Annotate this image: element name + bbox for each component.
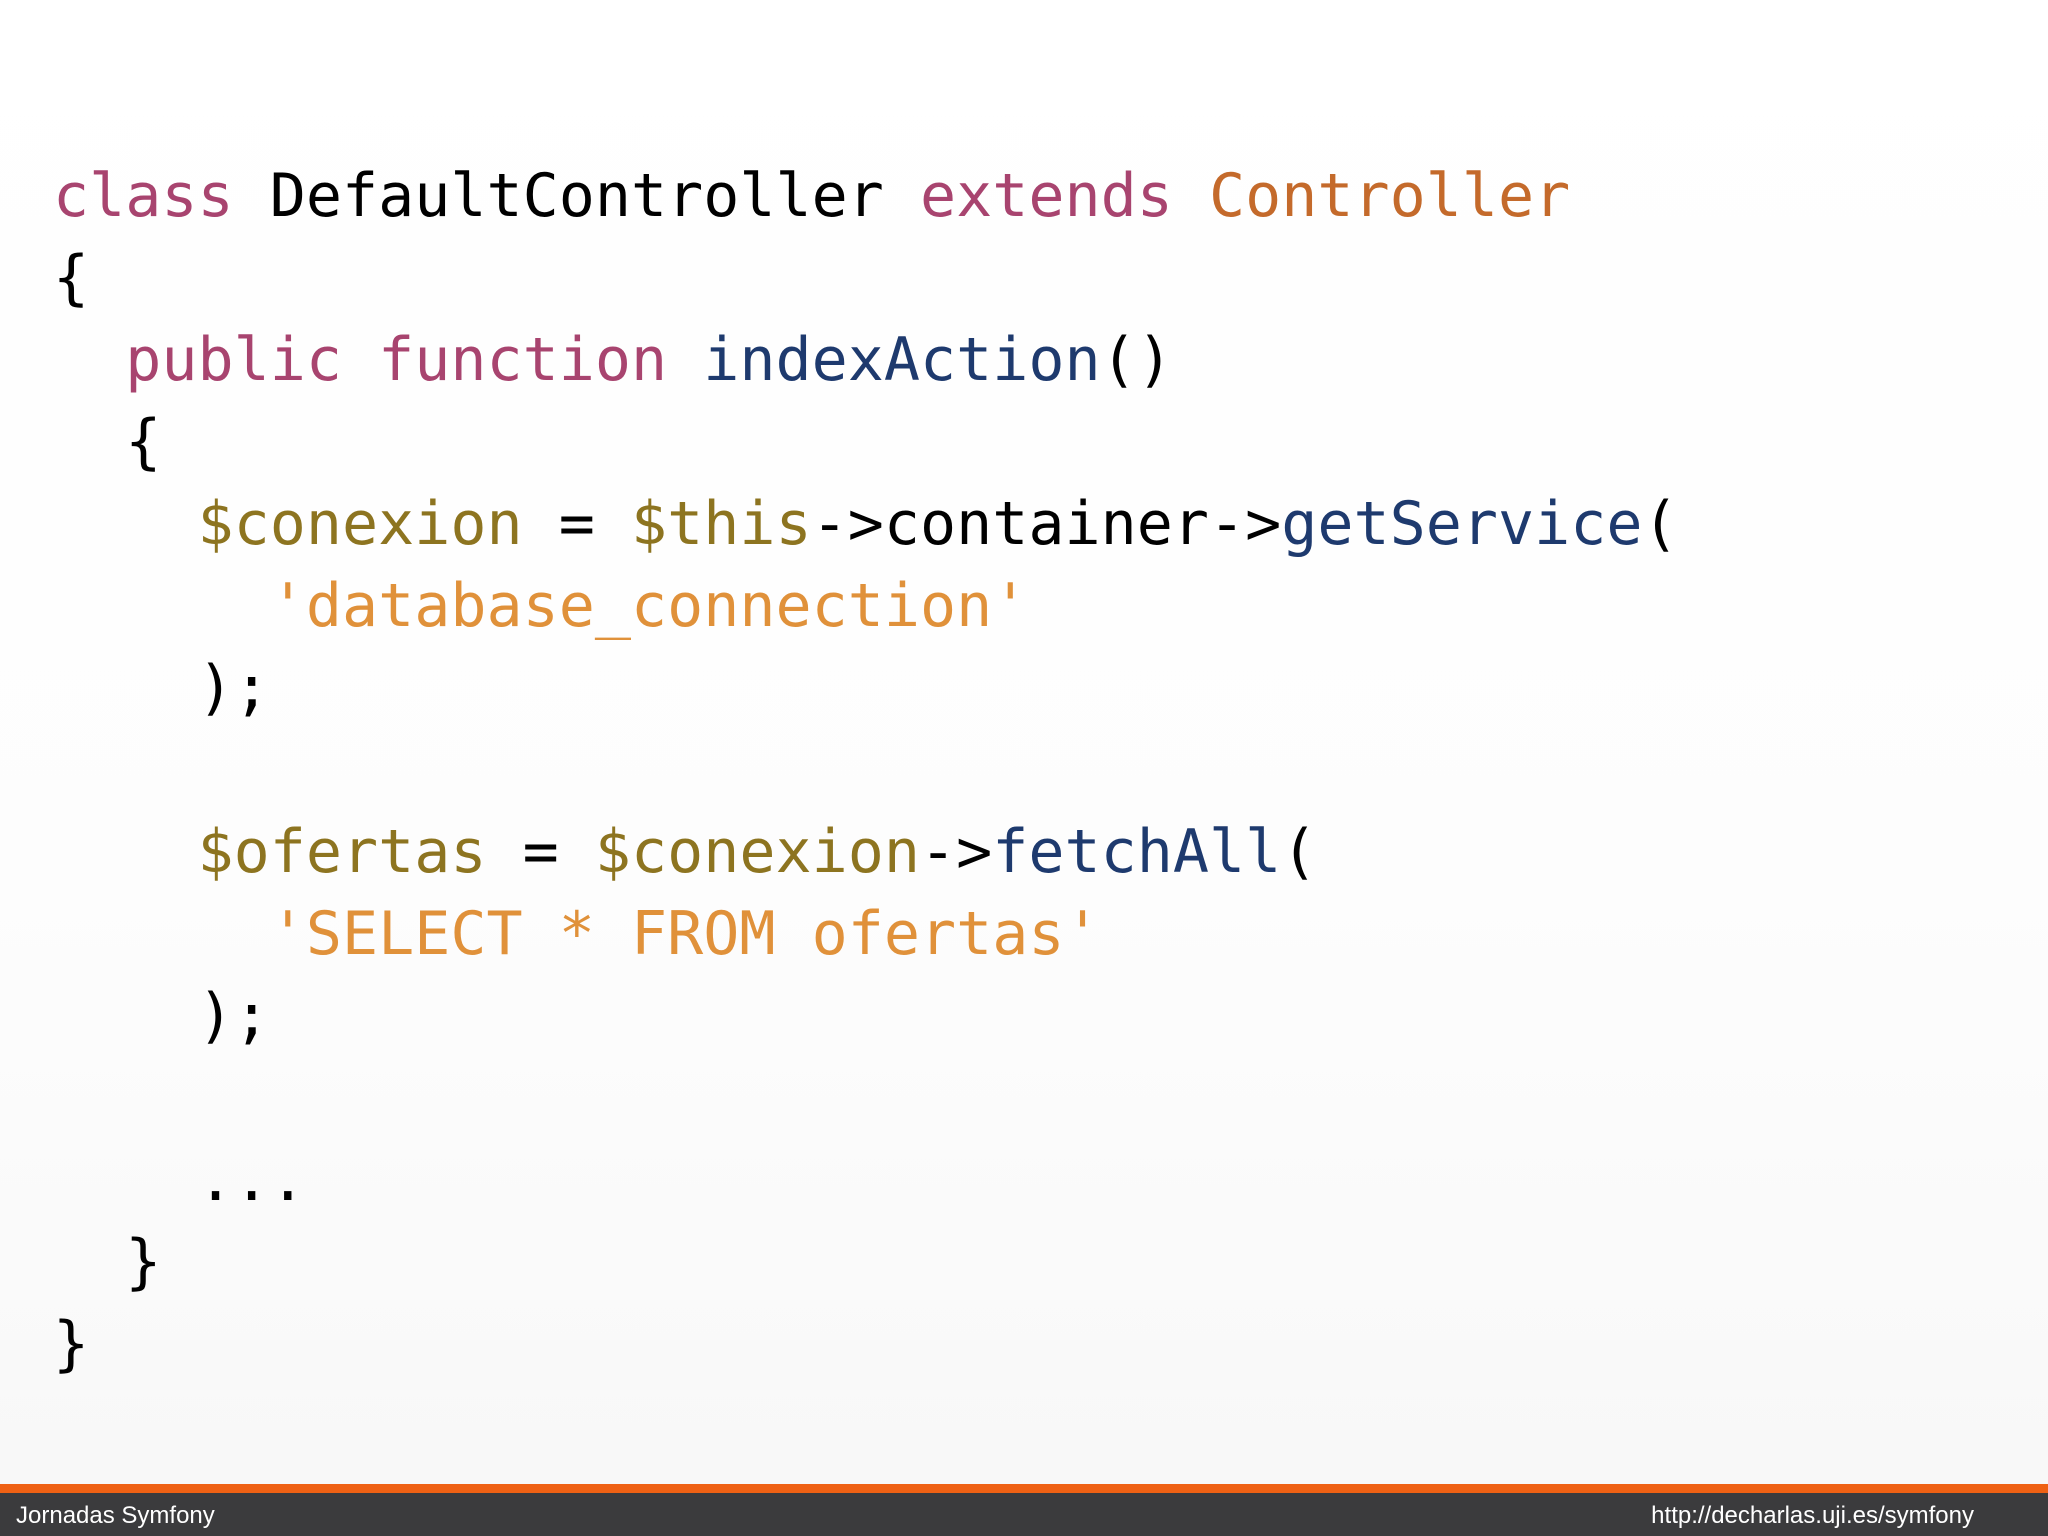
code-token-keyword: function (378, 325, 668, 395)
code-line: } (53, 1221, 1679, 1303)
code-line: $conexion = $this->container->getService… (53, 483, 1679, 565)
code-token-variable: $this (630, 489, 812, 559)
code-token-plain: () (1100, 325, 1173, 395)
code-token-plain (884, 161, 920, 231)
code-line (53, 1057, 1679, 1139)
code-token-function-name: indexAction (703, 325, 1101, 395)
code-token-plain: } (53, 1227, 162, 1297)
code-token-plain: ... (53, 1145, 306, 1215)
accent-divider (0, 1484, 2048, 1493)
footer-url: http://decharlas.uji.es/symfony (1651, 1502, 1974, 1529)
code-token-plain (53, 571, 270, 641)
code-token-plain: } (53, 1309, 90, 1379)
code-line: { (53, 237, 1679, 319)
code-line: class DefaultController extends Controll… (53, 155, 1679, 237)
code-token-plain: -> (919, 817, 993, 887)
slide-footer: Jornadas Symfony http://decharlas.uji.es… (0, 1493, 2048, 1536)
code-token-plain: ); (53, 653, 270, 723)
code-token-string: 'SELECT * FROM ofertas' (269, 899, 1101, 969)
code-token-plain: ->container-> (811, 489, 1282, 559)
code-token-plain: = (522, 489, 631, 559)
code-token-plain (234, 161, 270, 231)
code-block: class DefaultController extends Controll… (53, 155, 1679, 1385)
code-token-plain (53, 325, 125, 395)
code-token-plain: { (53, 407, 162, 477)
code-line: 'database_connection' (53, 565, 1679, 647)
code-token-class-name: DefaultController (269, 161, 884, 231)
code-token-keyword: class (53, 161, 234, 231)
code-token-parent-class: Controller (1208, 161, 1571, 231)
code-token-plain: ( (1642, 489, 1679, 559)
code-token-plain (667, 325, 703, 395)
code-token-function-name: fetchAll (992, 817, 1282, 887)
code-token-plain: ); (53, 981, 270, 1051)
slide-body: class DefaultController extends Controll… (0, 0, 2048, 1484)
code-line: ); (53, 647, 1679, 729)
code-line: ... (53, 1139, 1679, 1221)
code-line: $ofertas = $conexion->fetchAll( (53, 811, 1679, 893)
code-token-plain: { (53, 243, 90, 313)
code-token-plain (53, 489, 198, 559)
code-token-variable: $ofertas (197, 817, 487, 887)
code-token-plain (53, 817, 198, 887)
code-token-keyword: extends (919, 161, 1173, 231)
footer-event-title: Jornadas Symfony (16, 1502, 215, 1529)
code-token-variable: $conexion (594, 817, 920, 887)
code-line: public function indexAction() (53, 319, 1679, 401)
code-token-keyword: public (125, 325, 342, 395)
code-token-plain: = (486, 817, 595, 887)
code-token-string: 'database_connection' (269, 571, 1029, 641)
code-line: } (53, 1303, 1679, 1385)
code-line: 'SELECT * FROM ofertas' (53, 893, 1679, 975)
code-token-plain (53, 899, 270, 969)
code-token-plain (342, 325, 378, 395)
code-token-plain (1173, 161, 1209, 231)
code-line: ); (53, 975, 1679, 1057)
code-line: { (53, 401, 1679, 483)
code-token-function-name: getService (1281, 489, 1643, 559)
code-token-plain: ( (1281, 817, 1318, 887)
code-token-variable: $conexion (197, 489, 523, 559)
code-line (53, 729, 1679, 811)
